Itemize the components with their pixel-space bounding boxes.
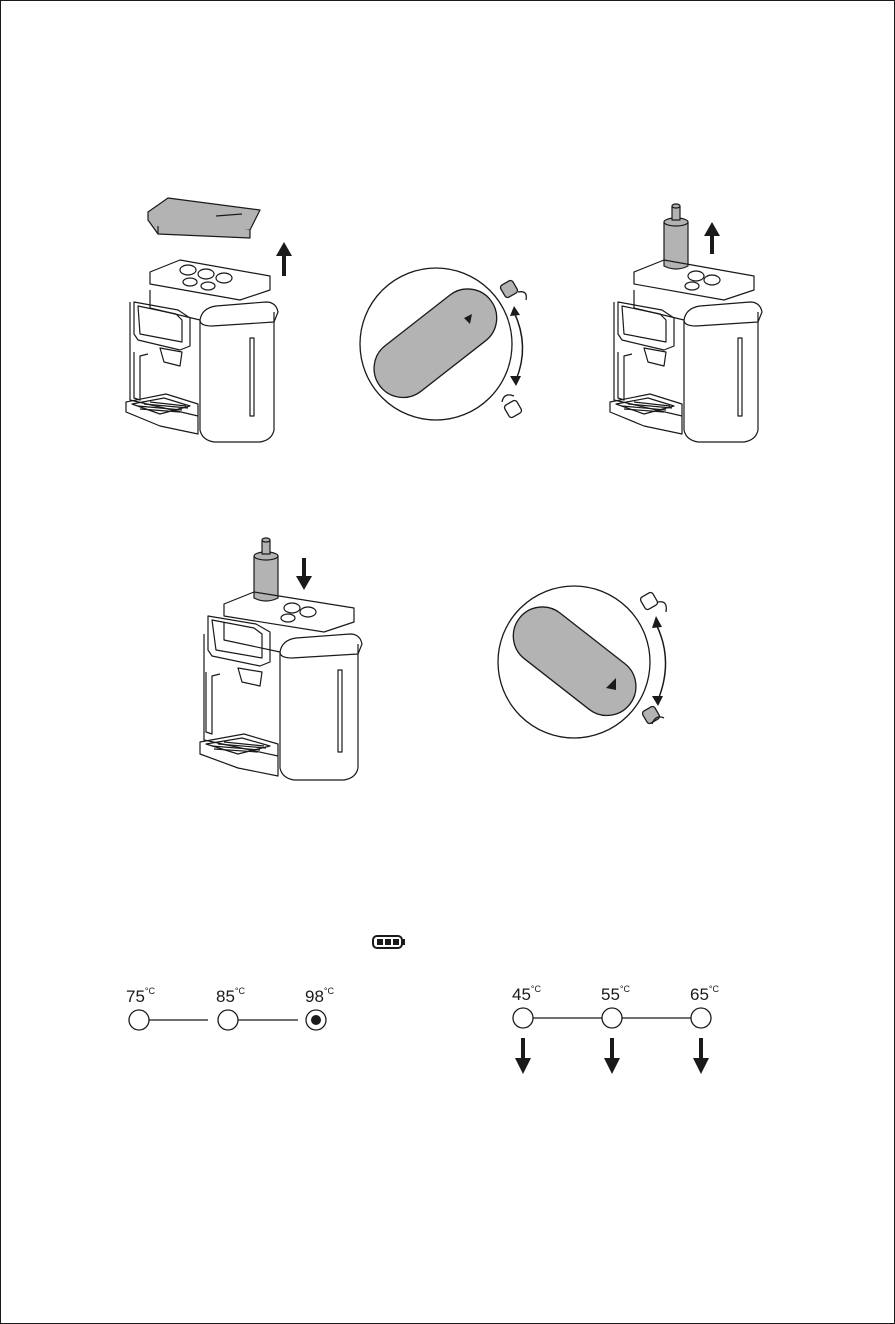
up-arrow-icon — [704, 222, 720, 254]
selected-dot-icon — [311, 1015, 321, 1025]
lock-icon — [641, 705, 664, 724]
down-arrow-icon — [604, 1038, 620, 1074]
rotate-arrow-icon — [514, 312, 523, 380]
figure-remove-lid — [120, 190, 300, 450]
temperature-option — [602, 1008, 622, 1028]
filter-cartridge — [254, 538, 278, 601]
temperature-unit: °C — [620, 984, 630, 994]
temperature-option — [513, 1008, 533, 1028]
figure-remove-filter — [600, 196, 780, 456]
lid-panel — [148, 198, 260, 238]
temperature-unit: °C — [235, 986, 245, 996]
figure-dial-lock — [360, 268, 540, 428]
up-arrow-icon — [276, 242, 292, 276]
temperature-label: 65°C — [690, 986, 719, 1003]
temperature-option — [218, 1010, 238, 1030]
temperature-label: 98°C — [305, 988, 334, 1005]
temperature-value: 85 — [216, 987, 235, 1006]
temperature-label: 85°C — [216, 988, 245, 1005]
unlock-icon — [639, 591, 666, 612]
temperature-unit: °C — [709, 984, 719, 994]
temperature-unit: °C — [145, 986, 155, 996]
temperature-option — [129, 1010, 149, 1030]
temperature-value: 65 — [690, 985, 709, 1004]
temperature-unit: °C — [531, 984, 541, 994]
down-arrow-icon — [693, 1038, 709, 1074]
battery-icon — [372, 934, 406, 950]
temperature-unit: °C — [324, 986, 334, 996]
down-arrow-icon — [515, 1038, 531, 1074]
figure-insert-filter — [190, 532, 380, 798]
lock-icon — [502, 395, 523, 419]
down-arrow-icon — [296, 558, 312, 590]
unlock-icon — [499, 279, 526, 300]
figure-dial-lock-2 — [496, 586, 686, 746]
temperature-value: 75 — [126, 987, 145, 1006]
temperature-label: 45°C — [512, 986, 541, 1003]
temperature-option — [691, 1008, 711, 1028]
temperature-label: 55°C — [601, 986, 630, 1003]
rotate-arrow-icon — [656, 624, 666, 700]
temperature-value: 45 — [512, 985, 531, 1004]
temperature-label: 75°C — [126, 988, 155, 1005]
temperature-value: 55 — [601, 985, 620, 1004]
filter-cartridge — [664, 204, 688, 269]
temperature-value: 98 — [305, 987, 324, 1006]
